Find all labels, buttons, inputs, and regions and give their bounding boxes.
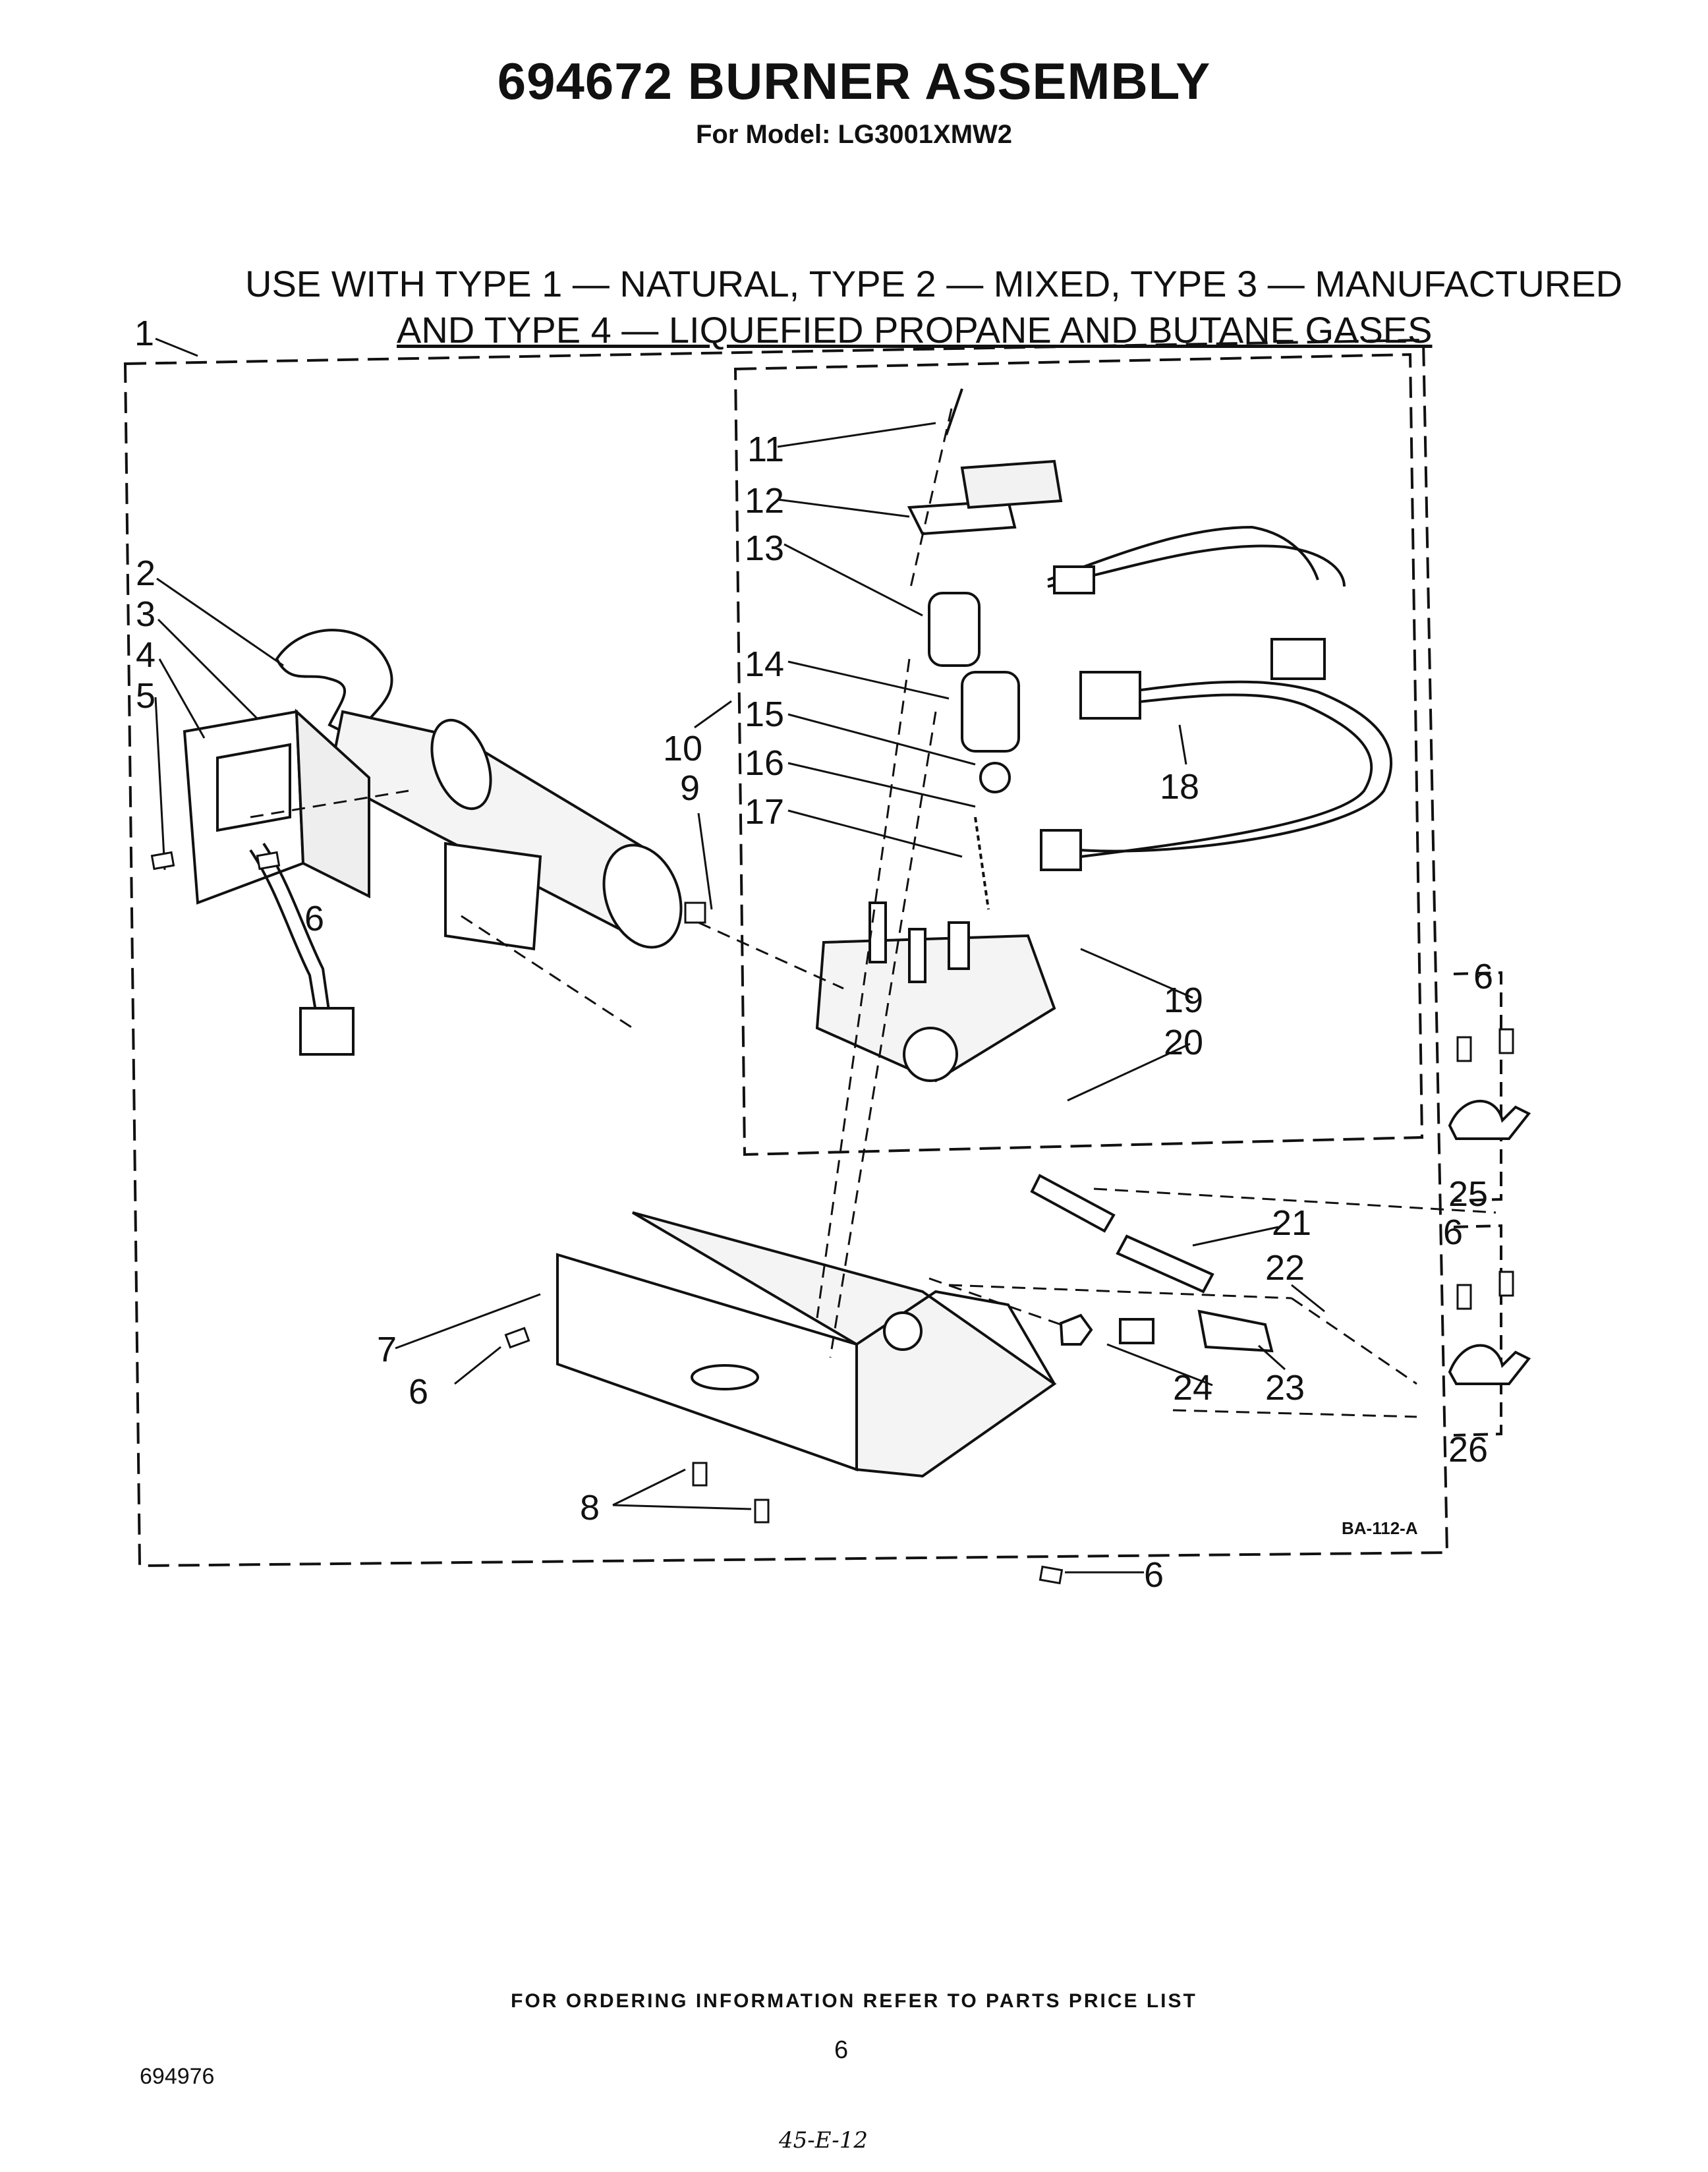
guide-lines (250, 408, 1496, 1418)
callout-12: 12 (745, 481, 784, 521)
page-title: 694672 BURNER ASSEMBLY (497, 52, 1211, 110)
callout-22: 22 (1265, 1248, 1305, 1288)
callout-7: 7 (377, 1330, 397, 1369)
callout-6d: 6 (1473, 957, 1493, 996)
clamp-box-26 (1453, 1224, 1502, 1437)
callout-8: 8 (580, 1488, 600, 1528)
callout-11: 11 (747, 430, 784, 469)
callout-14: 14 (745, 644, 784, 684)
callout-6a: 6 (304, 899, 324, 938)
model-subtitle: For Model: LG3001XMW2 (695, 120, 1013, 149)
callout-4: 4 (136, 635, 156, 675)
callout-15: 15 (745, 695, 784, 734)
diagram-code: BA-112-A (1342, 1518, 1418, 1538)
callout-3: 3 (136, 594, 156, 634)
clamp-box-25 (1453, 971, 1502, 1202)
callout-13: 13 (745, 529, 784, 568)
callout-21: 21 (1272, 1203, 1311, 1243)
callout-18: 18 (1160, 767, 1199, 807)
callout-19: 19 (1164, 981, 1203, 1020)
assembly-boundary (123, 338, 1449, 1568)
callout-17: 17 (745, 792, 784, 832)
wiring-harness (1040, 525, 1393, 871)
valve-group-boundary (733, 353, 1424, 1157)
burner-tube (275, 629, 683, 949)
gas-valve-stack (815, 388, 1063, 1083)
manifold-pipes (1030, 1174, 1274, 1353)
callout-10: 10 (663, 729, 702, 768)
callout-20: 20 (1164, 1023, 1203, 1062)
callout-6b: 6 (409, 1372, 428, 1412)
callout-5: 5 (136, 676, 156, 716)
callout-leaders (154, 337, 1325, 1574)
callout-1: 1 (134, 314, 154, 353)
handwritten-note: 45-E-12 (779, 2127, 868, 2154)
heat-shield (444, 842, 542, 951)
gas-type-note-line-1: USE WITH TYPE 1 — NATURAL, TYPE 2 — MIXE… (245, 263, 1623, 304)
screws (150, 851, 1514, 1585)
callout-16: 16 (745, 743, 784, 783)
document-number: 694976 (140, 2064, 215, 2089)
callout-24: 24 (1173, 1368, 1212, 1408)
page-number: 6 (834, 2036, 849, 2064)
callout-2: 2 (136, 554, 156, 593)
callout-9: 9 (680, 768, 700, 808)
base-bracket (556, 1211, 1057, 1478)
callout-26: 26 (1448, 1430, 1488, 1470)
callout-6e: 6 (1443, 1213, 1463, 1252)
callout-6c: 6 (1144, 1555, 1164, 1595)
pipe-clamps (1448, 1100, 1531, 1385)
callout-23: 23 (1265, 1368, 1305, 1408)
ordering-note: FOR ORDERING INFORMATION REFER TO PARTS … (511, 1990, 1197, 2012)
callout-25: 25 (1448, 1174, 1488, 1214)
callout-labels: 1 2 3 4 5 6 7 6 8 6 9 10 11 12 13 14 15 … (134, 314, 1493, 1595)
